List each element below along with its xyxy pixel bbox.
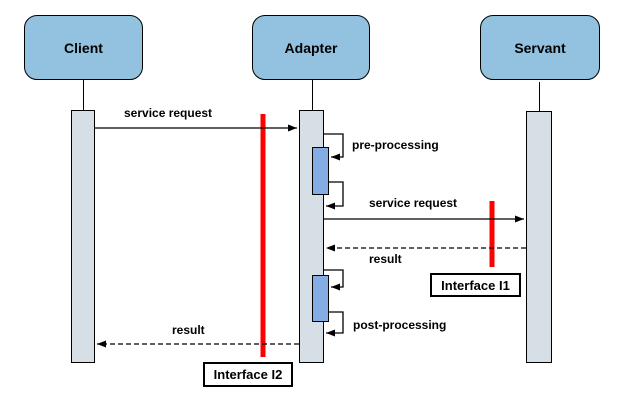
label-result-1: result [369,252,402,266]
participant-client-label: Client [64,39,103,56]
label-service-request-2: service request [369,196,458,210]
label-pre-processing: pre-processing [352,138,439,152]
post-processing-activation [312,275,329,322]
arrow-pre-processing-call [324,133,344,161]
label-result-2: result [172,323,205,337]
client-lifeline [83,80,84,110]
participant-servant: Servant [480,15,600,80]
interface-i1-label-box: Interface I1 [430,273,521,297]
participant-client: Client [24,15,143,80]
client-activation-bar [71,110,95,363]
servant-lifeline [539,82,540,111]
interface-i1-label: Interface I1 [441,277,510,293]
servant-activation-bar [526,111,552,363]
adapter-lifeline [312,80,313,110]
arrow-post-processing-return [326,311,344,337]
interface-i2-label-box: Interface I2 [203,362,293,387]
pre-processing-activation [312,147,329,195]
label-service-request-1: service request [124,106,213,120]
arrow-pre-processing-return [326,181,344,210]
participant-adapter-label: Adapter [284,39,338,56]
arrow-post-processing-call [324,269,344,291]
label-post-processing: post-processing [353,318,447,332]
participant-servant-label: Servant [514,39,566,56]
participant-adapter: Adapter [252,15,370,80]
interface-i2-label: Interface I2 [213,367,283,382]
